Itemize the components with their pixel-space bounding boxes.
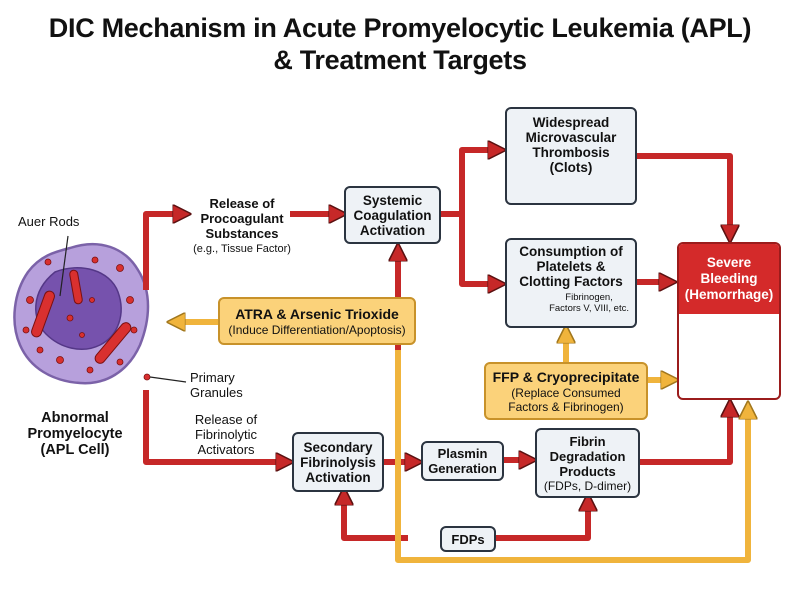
cell-name-line-3: (APL Cell)	[40, 442, 110, 458]
secondary-line-3: Activation	[305, 469, 371, 485]
atra-subtitle: (Induce Differentiation/Apoptosis)	[228, 322, 406, 337]
consumption-line-3: Clotting Factors	[519, 274, 623, 289]
thrombosis-box: Widespread Microvascular Thrombosis (Clo…	[505, 107, 637, 205]
severe-bleeding-box: Severe Bleeding (Hemorrhage)	[677, 242, 781, 400]
arrow-systemic-thrombosis	[441, 150, 497, 217]
bleeding-line-2: Bleeding	[700, 271, 758, 286]
plasmin-line-1: Plasmin	[437, 446, 488, 461]
fdps-box: FDPs	[440, 526, 496, 552]
orange-bottom-loop	[395, 350, 748, 563]
plasmin-generation-box: Plasmin Generation	[421, 441, 504, 481]
thrombosis-line-1: Widespread	[532, 115, 610, 130]
ffp-subtitle-1: (Replace Consumed	[511, 385, 621, 400]
systemic-line-1: Systemic	[362, 192, 423, 208]
procoagulant-line-1: Release of	[209, 196, 275, 211]
consumption-detail-2: Factors V, VIII, etc.	[549, 303, 629, 314]
cell-name-line-1: Abnormal	[41, 410, 109, 426]
secondary-fibrinolysis-box: Secondary Fibrinolysis Activation	[292, 432, 384, 492]
fdp-line-1: Fibrin	[569, 433, 606, 449]
fibrinolytic-line-1: Release of	[194, 412, 258, 427]
auer-leader	[59, 235, 69, 297]
granules-line-2: Granules	[190, 385, 243, 400]
fibrin-degradation-box: Fibrin Degradation Products (FDPs, D-dim…	[535, 428, 640, 498]
arrow-fdps-loop	[344, 496, 408, 541]
consumption-detail: Fibrinogen, Factors V, VIII, etc.	[549, 292, 629, 314]
consumption-detail-1: Fibrinogen,	[565, 292, 613, 303]
procoagulant-label: Release of Procoagulant Substances (e.g.…	[180, 196, 304, 256]
fdp-line-4: (FDPs, D-dimer)	[543, 478, 632, 493]
consumption-box: Consumption of Platelets & Clotting Fact…	[505, 238, 637, 328]
cell-name: Abnormal Promyelocyte (APL Cell)	[20, 410, 130, 458]
page-title: DIC Mechanism in Acute Promyelocytic Leu…	[48, 13, 752, 43]
secondary-line-1: Secondary	[303, 439, 373, 455]
arrow-thrombosis-bleeding	[637, 153, 730, 234]
systemic-coagulation-box: Systemic Coagulation Activation	[344, 186, 441, 244]
arrow-systemic-consumption	[459, 214, 497, 284]
ffp-title: FFP & Cryoprecipitate	[492, 368, 640, 385]
consumption-line-2: Platelets &	[536, 259, 606, 274]
apl-cell	[13, 242, 151, 385]
orange-arrows	[176, 322, 748, 563]
auer-rods	[31, 269, 132, 364]
primary-granules	[22, 256, 151, 381]
fibrinolytic-line-3: Activators	[197, 442, 255, 457]
thrombosis-line-3: Thrombosis	[532, 145, 610, 160]
atra-title: ATRA & Arsenic Trioxide	[235, 305, 399, 322]
severe-bleeding-header: Severe Bleeding (Hemorrhage)	[679, 244, 779, 314]
fdp-line-2: Degradation	[549, 448, 626, 464]
plasmin-line-2: Generation	[428, 461, 497, 476]
fibrinolytic-label: Release of Fibrinolytic Activators	[180, 412, 272, 457]
fdp-line-3: Products	[559, 463, 616, 479]
atra-treatment-box: ATRA & Arsenic Trioxide (Induce Differen…	[218, 297, 416, 345]
arrow-cell-procoagulant	[143, 214, 182, 290]
fdps-label: FDPs	[451, 531, 485, 547]
fibrinolytic-line-2: Fibrinolytic	[194, 427, 258, 442]
thrombosis-line-2: Microvascular	[525, 130, 617, 145]
systemic-line-3: Activation	[359, 222, 426, 238]
ffp-treatment-box: FFP & Cryoprecipitate (Replace Consumed …	[484, 362, 648, 420]
page-subtitle: & Treatment Targets	[273, 45, 527, 75]
procoagulant-example: (e.g., Tissue Factor)	[193, 243, 291, 255]
red-arrows	[143, 150, 730, 541]
granules-leader	[149, 376, 187, 383]
thrombosis-line-4: (Clots)	[549, 160, 593, 175]
arrow-fdps-to-fdpbox	[496, 502, 588, 541]
procoagulant-line-2: Procoagulant	[200, 211, 284, 226]
arrow-cell-secondary	[143, 390, 285, 462]
procoagulant-line-3: Substances	[205, 226, 279, 241]
arrow-fdpbox-bleeding	[640, 408, 730, 465]
primary-granules-label: Primary Granules	[190, 370, 260, 400]
consumption-line-1: Consumption of	[519, 244, 623, 259]
systemic-line-2: Coagulation	[353, 207, 432, 223]
granules-line-1: Primary	[190, 370, 235, 385]
bleeding-line-3: (Hemorrhage)	[684, 287, 774, 302]
bleeding-line-1: Severe	[706, 255, 752, 270]
secondary-line-2: Fibrinolysis	[300, 454, 376, 470]
auer-rods-label: Auer Rods	[18, 214, 80, 229]
cell-name-line-2: Promyelocyte	[27, 426, 123, 442]
ffp-subtitle-2: Factors & Fibrinogen)	[508, 399, 624, 414]
